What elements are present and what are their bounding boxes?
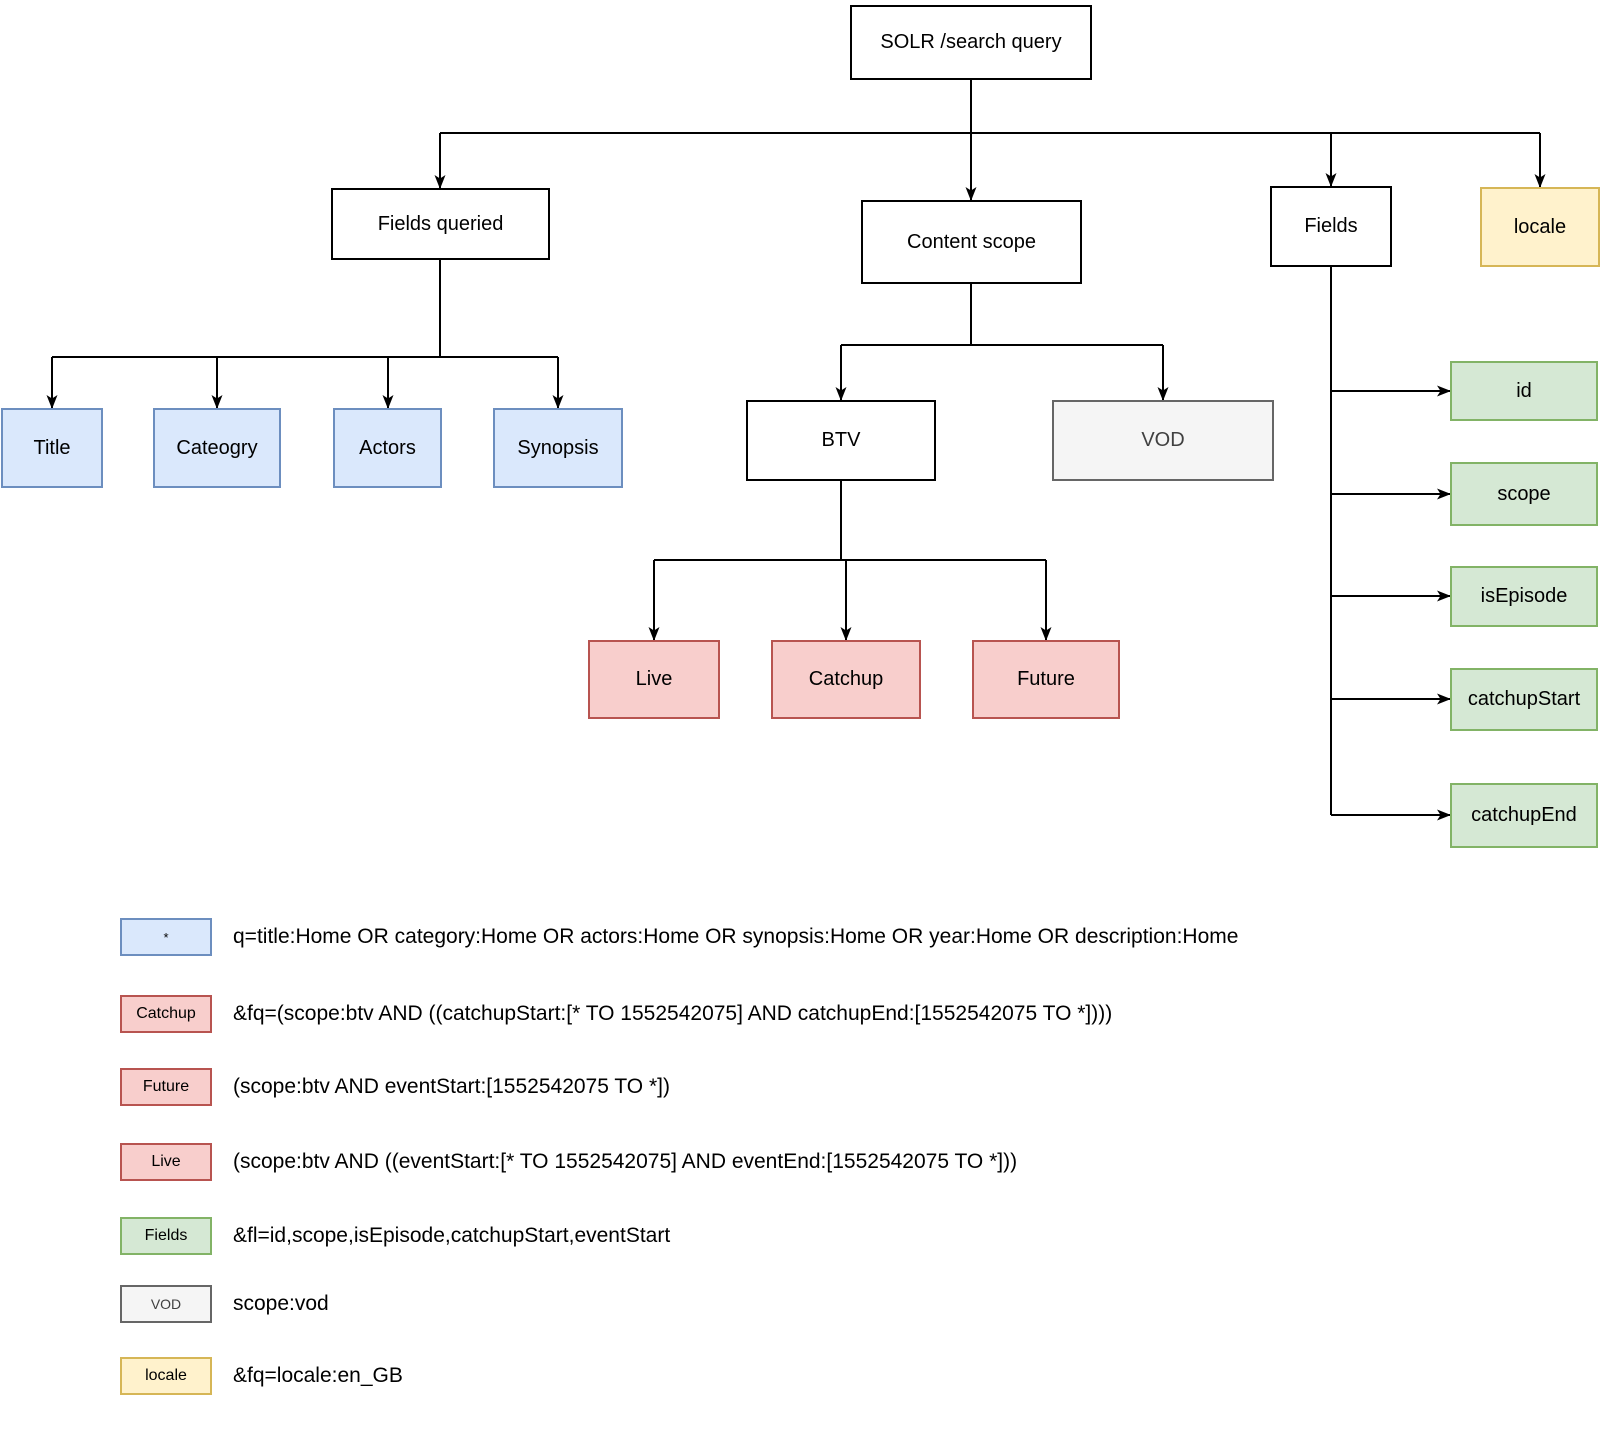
node-catchup: Catchup	[771, 640, 921, 719]
edges-fields-list	[1330, 267, 1451, 821]
node-catchupstart: catchupStart	[1450, 668, 1598, 731]
legend-swatch-wildcard: *	[120, 918, 212, 956]
edges-fields-queried	[46, 260, 564, 409]
node-scope: scope	[1450, 462, 1598, 526]
node-actors: Actors	[333, 408, 442, 488]
legend-text-future: (scope:btv AND eventStart:[1552542075 TO…	[233, 1075, 670, 1098]
legend-swatch-live: Live	[120, 1143, 212, 1181]
node-future: Future	[972, 640, 1120, 719]
node-catchupend: catchupEnd	[1450, 783, 1598, 848]
legend-swatch-future: Future	[120, 1068, 212, 1106]
legend-text-wildcard: q=title:Home OR category:Home OR actors:…	[233, 925, 1239, 948]
node-content-scope: Content scope	[861, 200, 1082, 284]
node-title: Title	[1, 408, 103, 488]
node-btv: BTV	[746, 400, 936, 481]
node-id: id	[1450, 361, 1598, 421]
node-synopsis: Synopsis	[493, 408, 623, 488]
node-live: Live	[588, 640, 720, 719]
legend-text-fields: &fl=id,scope,isEpisode,catchupStart,even…	[233, 1224, 671, 1247]
legend-text-live: (scope:btv AND ((eventStart:[* TO 155254…	[233, 1150, 1018, 1173]
legend-swatch-catchup: Catchup	[120, 995, 212, 1033]
legend-swatch-vod: VOD	[120, 1285, 212, 1323]
edges-btv	[648, 481, 1052, 641]
node-fields-queried: Fields queried	[331, 188, 550, 260]
node-cateogry: Cateogry	[153, 408, 281, 488]
legend-swatch-fields: Fields	[120, 1217, 212, 1255]
node-fields: Fields	[1270, 186, 1392, 267]
edges-content-scope	[835, 284, 1169, 401]
node-isepisode: isEpisode	[1450, 566, 1598, 627]
legend-text-vod: scope:vod	[233, 1292, 329, 1315]
node-locale: locale	[1480, 187, 1600, 267]
legend-swatch-locale: locale	[120, 1357, 212, 1395]
node-solr-search-query: SOLR /search query	[850, 5, 1092, 80]
edges-root	[434, 80, 1546, 201]
legend-text-catchup: &fq=(scope:btv AND ((catchupStart:[* TO …	[233, 1002, 1113, 1025]
node-vod: VOD	[1052, 400, 1274, 481]
legend-text-locale: &fq=locale:en_GB	[233, 1364, 403, 1387]
